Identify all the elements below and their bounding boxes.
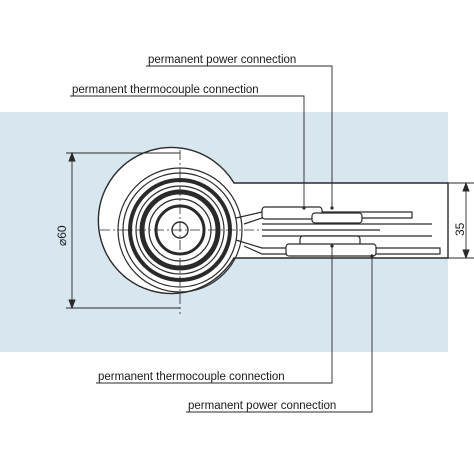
centre-lines bbox=[100, 150, 262, 314]
leader-lines bbox=[70, 65, 373, 413]
diameter-dimension bbox=[66, 151, 180, 310]
callout-top-thermocouple: permanent thermocouple connection bbox=[72, 84, 259, 96]
power-connector-bottom bbox=[285, 243, 377, 257]
callout-top-power: permanent power connection bbox=[148, 54, 296, 66]
heater-body bbox=[97, 146, 449, 295]
height-label: 35 bbox=[453, 222, 467, 236]
thermocouple-connector-top bbox=[311, 212, 363, 224]
callout-bottom-power: permanent power connection bbox=[188, 400, 336, 412]
connection-wires bbox=[235, 206, 441, 257]
callout-bottom-thermocouple: permanent thermocouple connection bbox=[98, 371, 285, 383]
leader-dots bbox=[302, 206, 374, 258]
height-dimension bbox=[448, 181, 474, 260]
diameter-label: ⌀60 bbox=[55, 225, 69, 246]
